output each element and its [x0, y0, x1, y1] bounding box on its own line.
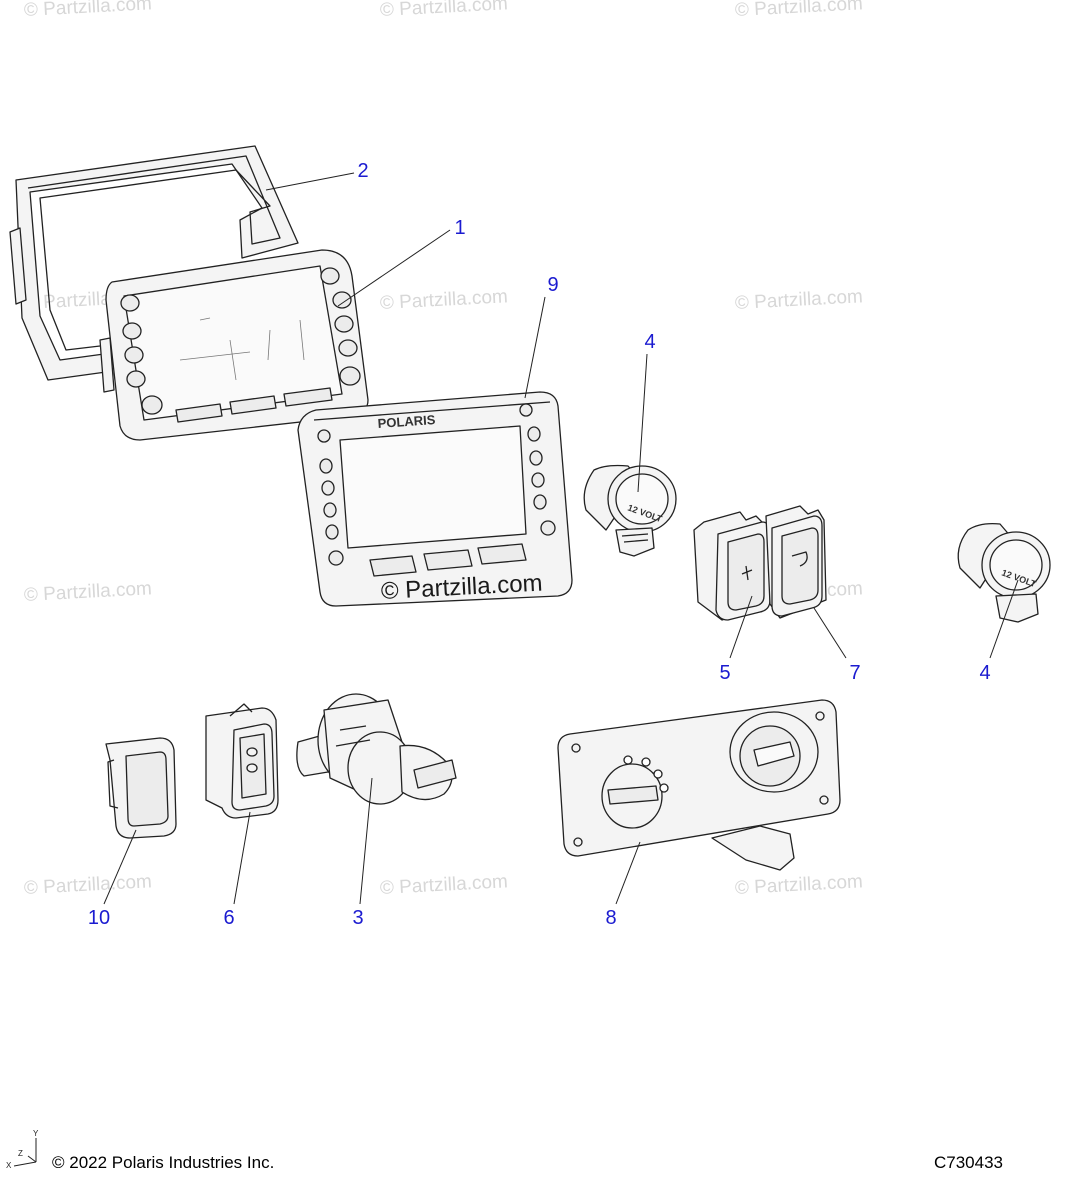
ignition-switch-part — [296, 693, 457, 805]
callout-4: 4 — [979, 662, 991, 684]
leader-line-6 — [233, 811, 251, 905]
leader-line-2 — [265, 172, 355, 191]
rocker-switch-pair-part — [693, 505, 827, 621]
leader-line-4a — [637, 353, 648, 493]
polaris-bezel-part: POLARIS — [297, 391, 573, 607]
callout-3: 3 — [352, 907, 364, 929]
display-buttons-left — [120, 294, 163, 415]
copyright-text: © 2022 Polaris Industries Inc. — [52, 1153, 275, 1172]
diagram-code: C730433 — [934, 1153, 1004, 1172]
control-panel-part — [557, 699, 841, 871]
leader-line-7 — [813, 607, 847, 659]
display-unit-part — [99, 249, 369, 441]
callout-7: 7 — [849, 662, 861, 684]
axis-z-label: Z — [18, 1149, 23, 1158]
axis-x-label: X — [6, 1161, 12, 1170]
callout-10: 10 — [87, 907, 111, 929]
callout-9: 9 — [547, 274, 559, 296]
callout-1: 1 — [454, 217, 466, 239]
axis-y-label: Y — [33, 1129, 39, 1138]
callout-2: 2 — [357, 160, 369, 182]
axis-indicator: Y Z X — [6, 1129, 39, 1170]
rocker-switch-part — [105, 737, 177, 839]
callout-8: 8 — [605, 907, 617, 929]
leader-lines — [103, 172, 1019, 905]
leader-line-10 — [103, 829, 137, 905]
leader-line-5 — [729, 595, 753, 659]
callout-5: 5 — [719, 662, 731, 684]
callout-4: 4 — [644, 331, 656, 353]
power-outlet-part: 12 VOLT — [957, 522, 1051, 623]
leader-line-4b — [989, 579, 1019, 659]
leader-line-3 — [359, 777, 373, 905]
polaris-brand-text: POLARIS — [377, 412, 436, 431]
power-outlet-part: 12 VOLT — [583, 464, 677, 557]
display-buttons-right — [320, 267, 361, 386]
bezel-frame-part — [9, 145, 299, 381]
callout-6: 6 — [223, 907, 235, 929]
leader-line-9 — [524, 296, 546, 399]
leader-line-1 — [337, 229, 451, 307]
leader-line-8 — [615, 841, 641, 905]
light-switch-part — [205, 703, 279, 819]
